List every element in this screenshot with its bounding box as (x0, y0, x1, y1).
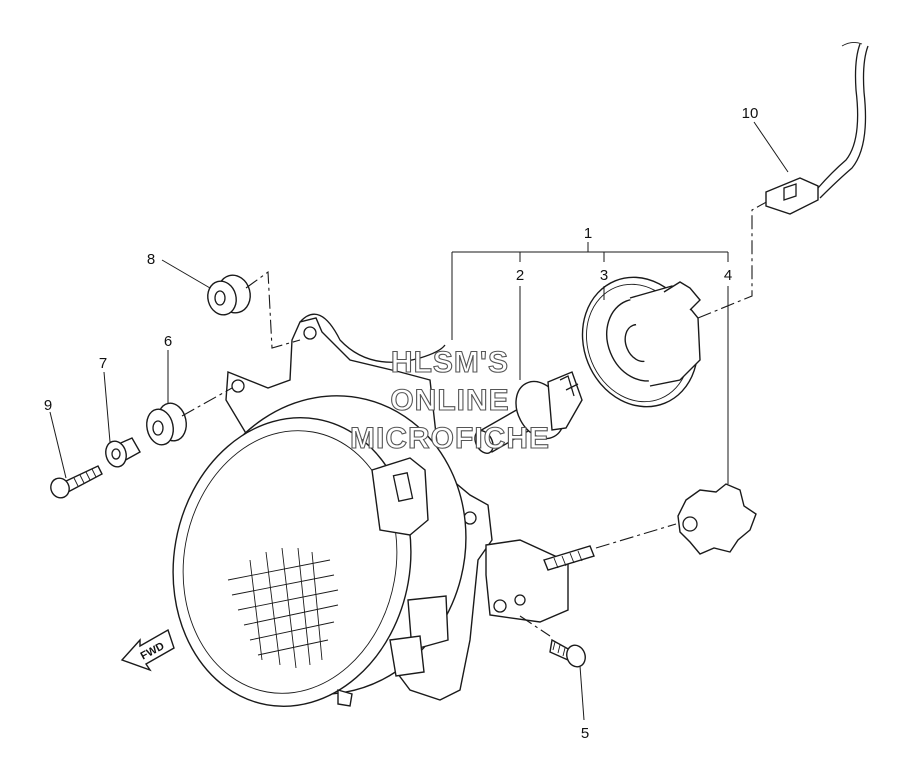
label-part-8: 8 (147, 251, 155, 268)
part-9-bolt (50, 465, 103, 499)
watermark-line-1: HLSM'S (391, 346, 509, 379)
fwd-arrow-icon: FWD (120, 628, 175, 672)
part-number-labels: 1 2 3 4 5 6 7 8 9 10 (44, 105, 759, 742)
label-part-7: 7 (99, 355, 107, 372)
label-part-4: 4 (724, 267, 732, 284)
headlight-assembly (172, 313, 569, 707)
part-6-grommet (146, 387, 233, 446)
part-3-bulb-cover (581, 276, 701, 408)
part-5-screw (519, 615, 586, 668)
label-part-5: 5 (581, 725, 589, 742)
adjuster-screw (543, 545, 595, 571)
part-8-grommet (207, 270, 301, 349)
label-part-9: 9 (44, 397, 52, 414)
label-part-2: 2 (516, 267, 524, 284)
lens-pattern (227, 547, 339, 669)
watermark-line-3: MICROFICHE (350, 422, 550, 455)
part-10-connector (765, 41, 869, 215)
label-part-6: 6 (164, 333, 172, 350)
part-4-harness-line (697, 199, 771, 319)
label-part-10: 10 (742, 105, 759, 122)
watermark: HLSM'S ONLINE MICROFICHE (349, 345, 550, 455)
part-7-collar (105, 437, 141, 468)
adjuster-gear (595, 483, 757, 555)
leader-lines (49, 121, 789, 721)
label-part-1: 1 (584, 225, 592, 242)
part-2-bulb (474, 371, 583, 454)
label-part-3: 3 (600, 267, 608, 284)
watermark-line-2: ONLINE (390, 384, 509, 417)
